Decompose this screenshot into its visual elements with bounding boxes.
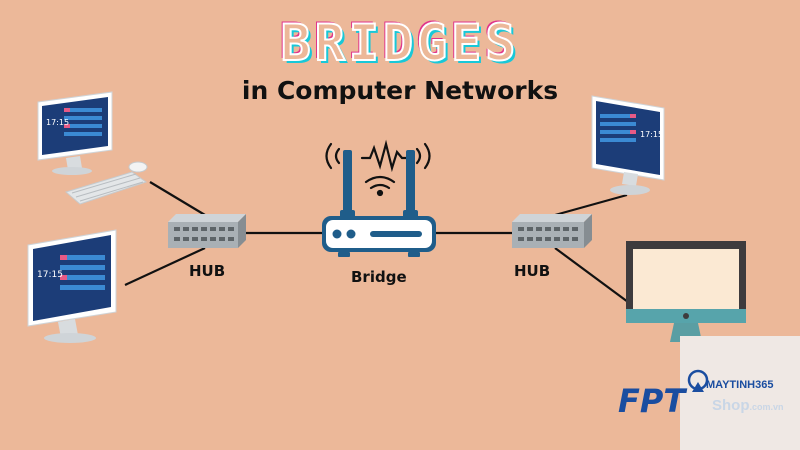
brand-logo-icon [687,369,709,392]
link-right-hub-to-bottom-right-monitor [554,247,629,303]
label-bridge: Bridge [351,268,407,286]
label-hub-right: HUB [514,262,551,280]
monitor-bottom-right [626,241,746,342]
bridge-router [322,139,436,257]
page-title: BRIDGES [280,13,520,73]
computer-top-right: 17:15 [591,95,665,195]
brand-domain: .com.vn [749,402,784,412]
brand-name: MAYTINH365 [706,379,774,391]
clock-bottom-left: 17:15 [37,270,63,280]
hub-left [168,214,246,248]
keyboard [64,171,148,205]
clock-top-right: 17:15 [640,130,663,139]
hub-right [512,214,592,248]
mouse [128,161,148,173]
brand-shop: Shop.com.vn [712,397,784,414]
wifi-icon [364,175,396,197]
page-subtitle: in Computer Networks [241,76,559,105]
connection-lines [124,181,629,303]
brand-shop-word: Shop [712,397,750,414]
link-bottom-left-pc-to-hub [124,247,206,286]
link-right-hub-to-top-right-pc [554,193,628,217]
computer-bottom-left: 17:15 [27,229,117,343]
clock-top-left: 17:15 [46,118,69,127]
label-hub-left: HUB [189,262,226,280]
signal-wave-icon [325,139,431,173]
fpt-logo: FPT [618,382,686,420]
link-top-left-pc-to-hub [149,181,206,216]
watermark-panel [680,336,800,450]
computer-top-left: 17:15 [37,91,148,205]
